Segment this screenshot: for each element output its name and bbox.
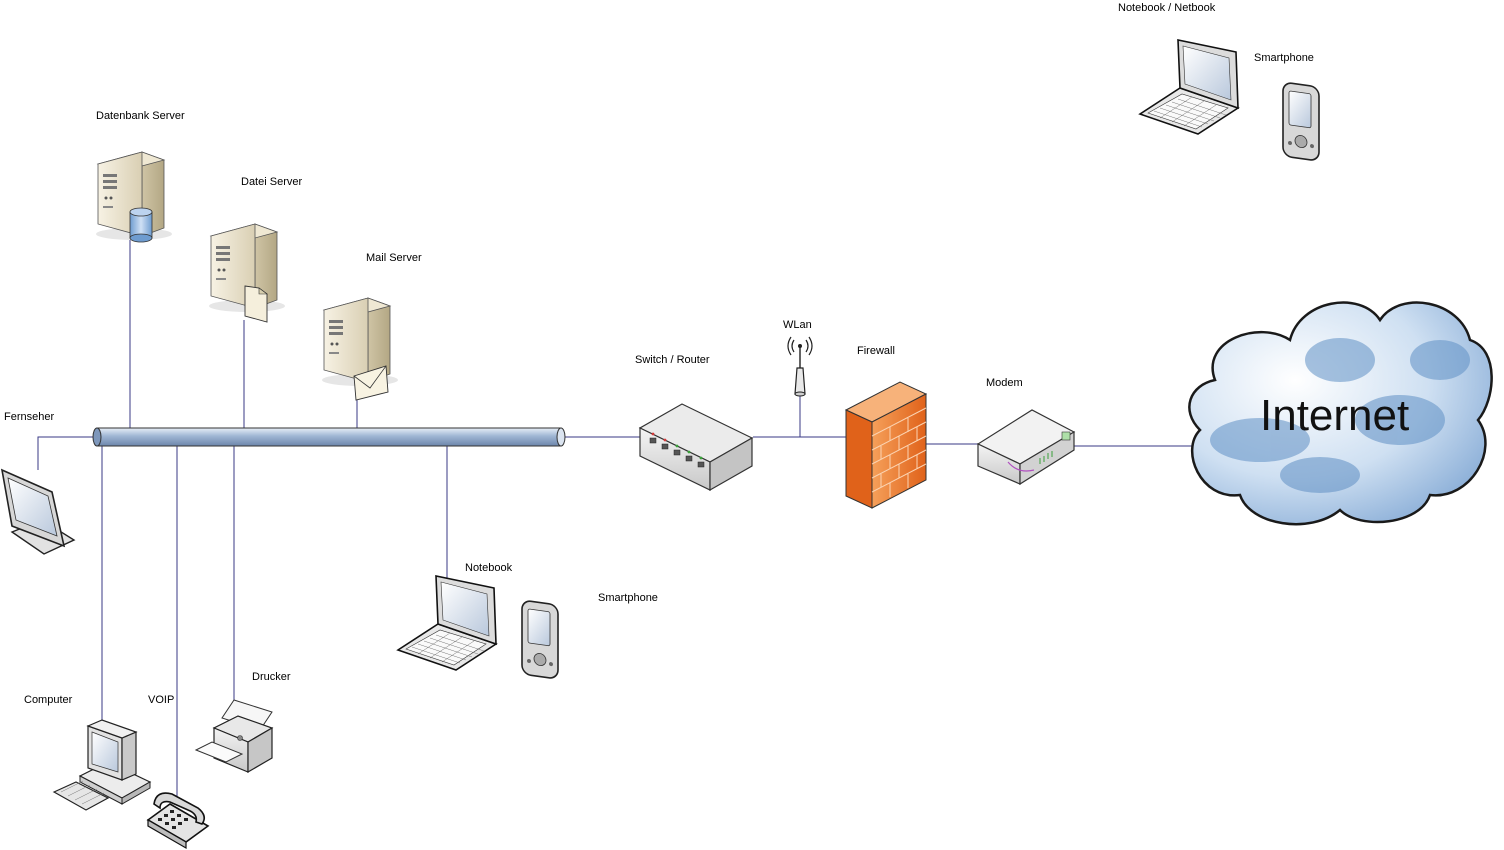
wifi-notebook-label: Notebook / Netbook <box>1118 2 1216 14</box>
telephone-icon <box>146 792 210 850</box>
database-server-label: Datenbank Server <box>96 110 185 122</box>
connection-lines <box>37 240 1192 798</box>
server-mail-icon <box>353 365 389 401</box>
antenna-icon <box>787 336 813 397</box>
file-server <box>208 223 286 323</box>
printer-label: Drucker <box>252 671 291 683</box>
switch-router-label: Switch / Router <box>635 354 710 366</box>
cloud-icon <box>1188 301 1493 526</box>
switch-icon <box>638 403 754 492</box>
notebook-label: Notebook <box>465 562 513 574</box>
backbone-bus <box>92 427 566 447</box>
server-file-icon <box>244 285 268 323</box>
voip-label: VOIP <box>148 694 174 706</box>
mail-server <box>321 297 399 401</box>
printer-icon <box>194 699 274 774</box>
laptop-icon <box>397 575 497 671</box>
wifi-smartphone-label: Smartphone <box>1254 52 1314 64</box>
internet-label: Internet <box>1260 391 1409 440</box>
monitor-icon <box>0 468 76 555</box>
mail-server-label: Mail Server <box>366 252 422 264</box>
modem-label: Modem <box>986 377 1023 389</box>
pda-icon <box>1282 81 1320 162</box>
tv-label: Fernseher <box>4 411 54 423</box>
firewall-label: Firewall <box>857 345 895 357</box>
smartphone-label: Smartphone <box>598 592 658 604</box>
brick-wall-icon <box>844 381 928 509</box>
laptop-icon <box>1139 39 1239 135</box>
wlan-label: WLan <box>783 319 812 331</box>
computer-label: Computer <box>24 694 73 706</box>
desktop-computer-icon <box>52 719 152 811</box>
database-server <box>95 151 173 243</box>
modem-icon <box>976 409 1076 486</box>
server-database-icon <box>129 207 153 243</box>
file-server-label: Datei Server <box>241 176 302 188</box>
pda-icon <box>521 599 559 680</box>
